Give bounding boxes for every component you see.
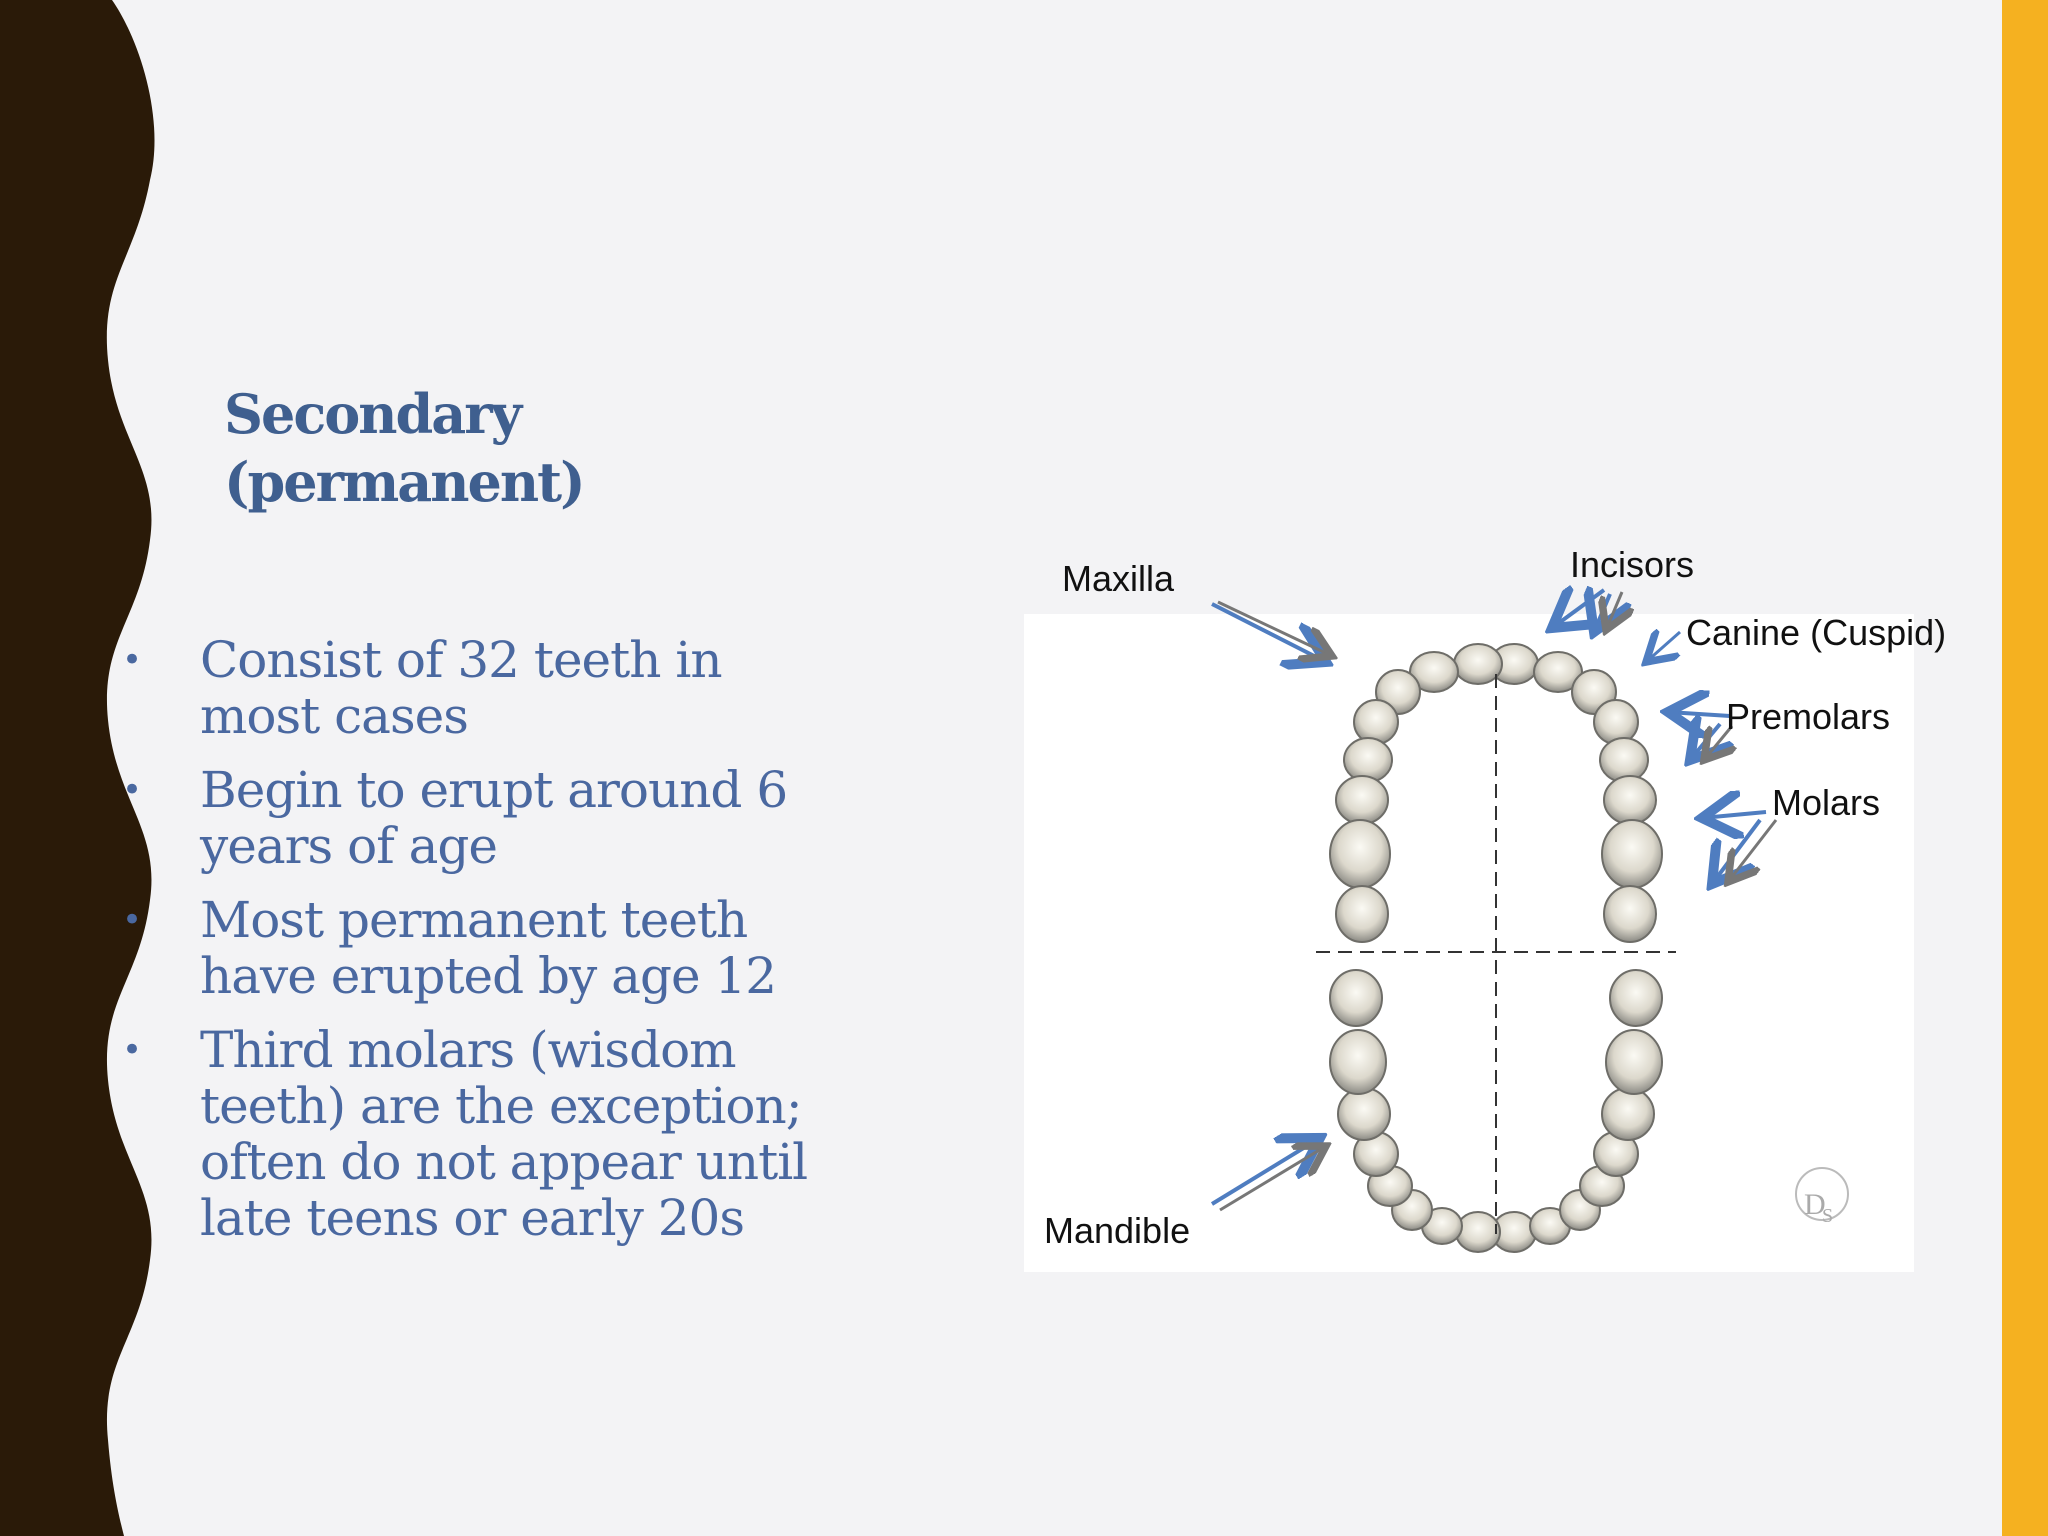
tooth bbox=[1329, 969, 1383, 1027]
tooth bbox=[1329, 1029, 1387, 1095]
tooth bbox=[1601, 819, 1663, 889]
tooth bbox=[1603, 885, 1657, 943]
logo-mark: D S bbox=[1795, 1167, 1849, 1227]
tooth bbox=[1335, 885, 1389, 943]
lower-arch-teeth bbox=[1329, 969, 1663, 1253]
right-accent-bar bbox=[2002, 0, 2048, 1536]
label-maxilla: Maxilla bbox=[1062, 558, 1175, 599]
tooth bbox=[1343, 737, 1393, 783]
label-premolars: Premolars bbox=[1726, 696, 1891, 737]
slide-title: Secondary (permanent) bbox=[224, 380, 744, 516]
title-line-2: (permanent) bbox=[224, 450, 586, 514]
bullet-text: Begin to erupt around 6 years of age bbox=[200, 761, 788, 875]
bullet-item: • Consist of 32 teeth in most cases bbox=[122, 632, 842, 744]
bullet-dot: • bbox=[122, 640, 142, 680]
svg-text:S: S bbox=[1822, 1205, 1833, 1227]
bullet-dot: • bbox=[122, 770, 142, 810]
tooth bbox=[1603, 775, 1657, 825]
tooth bbox=[1409, 651, 1459, 693]
label-molars: Molars bbox=[1772, 782, 1881, 823]
svg-text:D: D bbox=[1804, 1188, 1826, 1221]
label-incisors: Incisors bbox=[1570, 544, 1695, 585]
bullet-item: • Third molars (wisdom teeth) are the exc… bbox=[122, 1022, 842, 1246]
tooth bbox=[1335, 775, 1389, 825]
left-wave-border bbox=[0, 0, 155, 1536]
tooth bbox=[1609, 969, 1663, 1027]
tooth bbox=[1329, 819, 1391, 889]
title-line-1: Secondary bbox=[224, 382, 522, 446]
tooth bbox=[1455, 1211, 1501, 1253]
tooth bbox=[1533, 651, 1583, 693]
bullet-text: Most permanent teeth have erupted by age… bbox=[200, 891, 777, 1005]
label-mandible: Mandible bbox=[1044, 1210, 1191, 1251]
bullet-text: Third molars (wisdom teeth) are the exce… bbox=[200, 1021, 808, 1247]
upper-arch-teeth bbox=[1329, 643, 1663, 943]
tooth bbox=[1453, 643, 1503, 685]
bullet-dot: • bbox=[122, 1030, 142, 1070]
dental-arch-figure: D S bbox=[1024, 614, 1914, 1272]
tooth bbox=[1337, 1087, 1391, 1141]
label-canine: Canine (Cuspid) bbox=[1686, 612, 1947, 653]
bullet-dot: • bbox=[122, 900, 142, 940]
bullet-text: Consist of 32 teeth in most cases bbox=[200, 631, 723, 745]
bullet-item: • Begin to erupt around 6 years of age bbox=[122, 762, 842, 874]
bullet-list: • Consist of 32 teeth in most cases • Begi… bbox=[122, 632, 842, 1264]
tooth bbox=[1353, 699, 1399, 745]
tooth bbox=[1599, 737, 1649, 783]
tooth bbox=[1601, 1087, 1655, 1141]
tooth bbox=[1593, 699, 1639, 745]
dental-arch-drawing: D S bbox=[1316, 643, 1849, 1253]
tooth bbox=[1605, 1029, 1663, 1095]
bullet-item: • Most permanent teeth have erupted by ag… bbox=[122, 892, 842, 1004]
